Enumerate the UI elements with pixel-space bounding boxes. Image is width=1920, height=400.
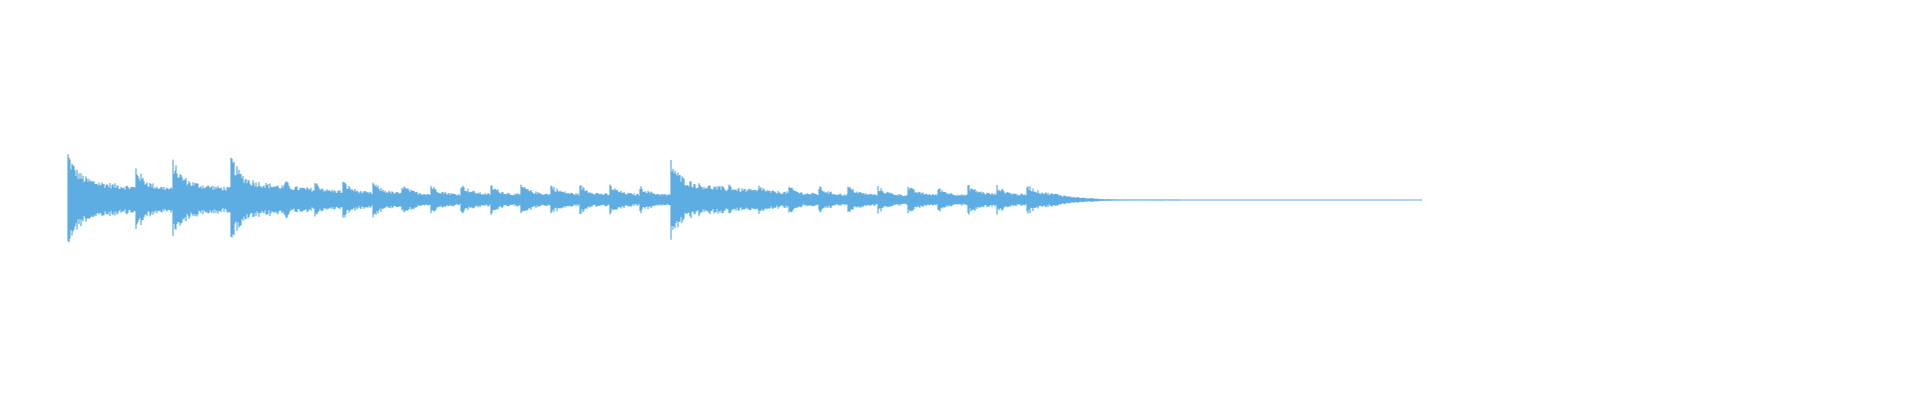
waveform-signal [67, 154, 1179, 243]
